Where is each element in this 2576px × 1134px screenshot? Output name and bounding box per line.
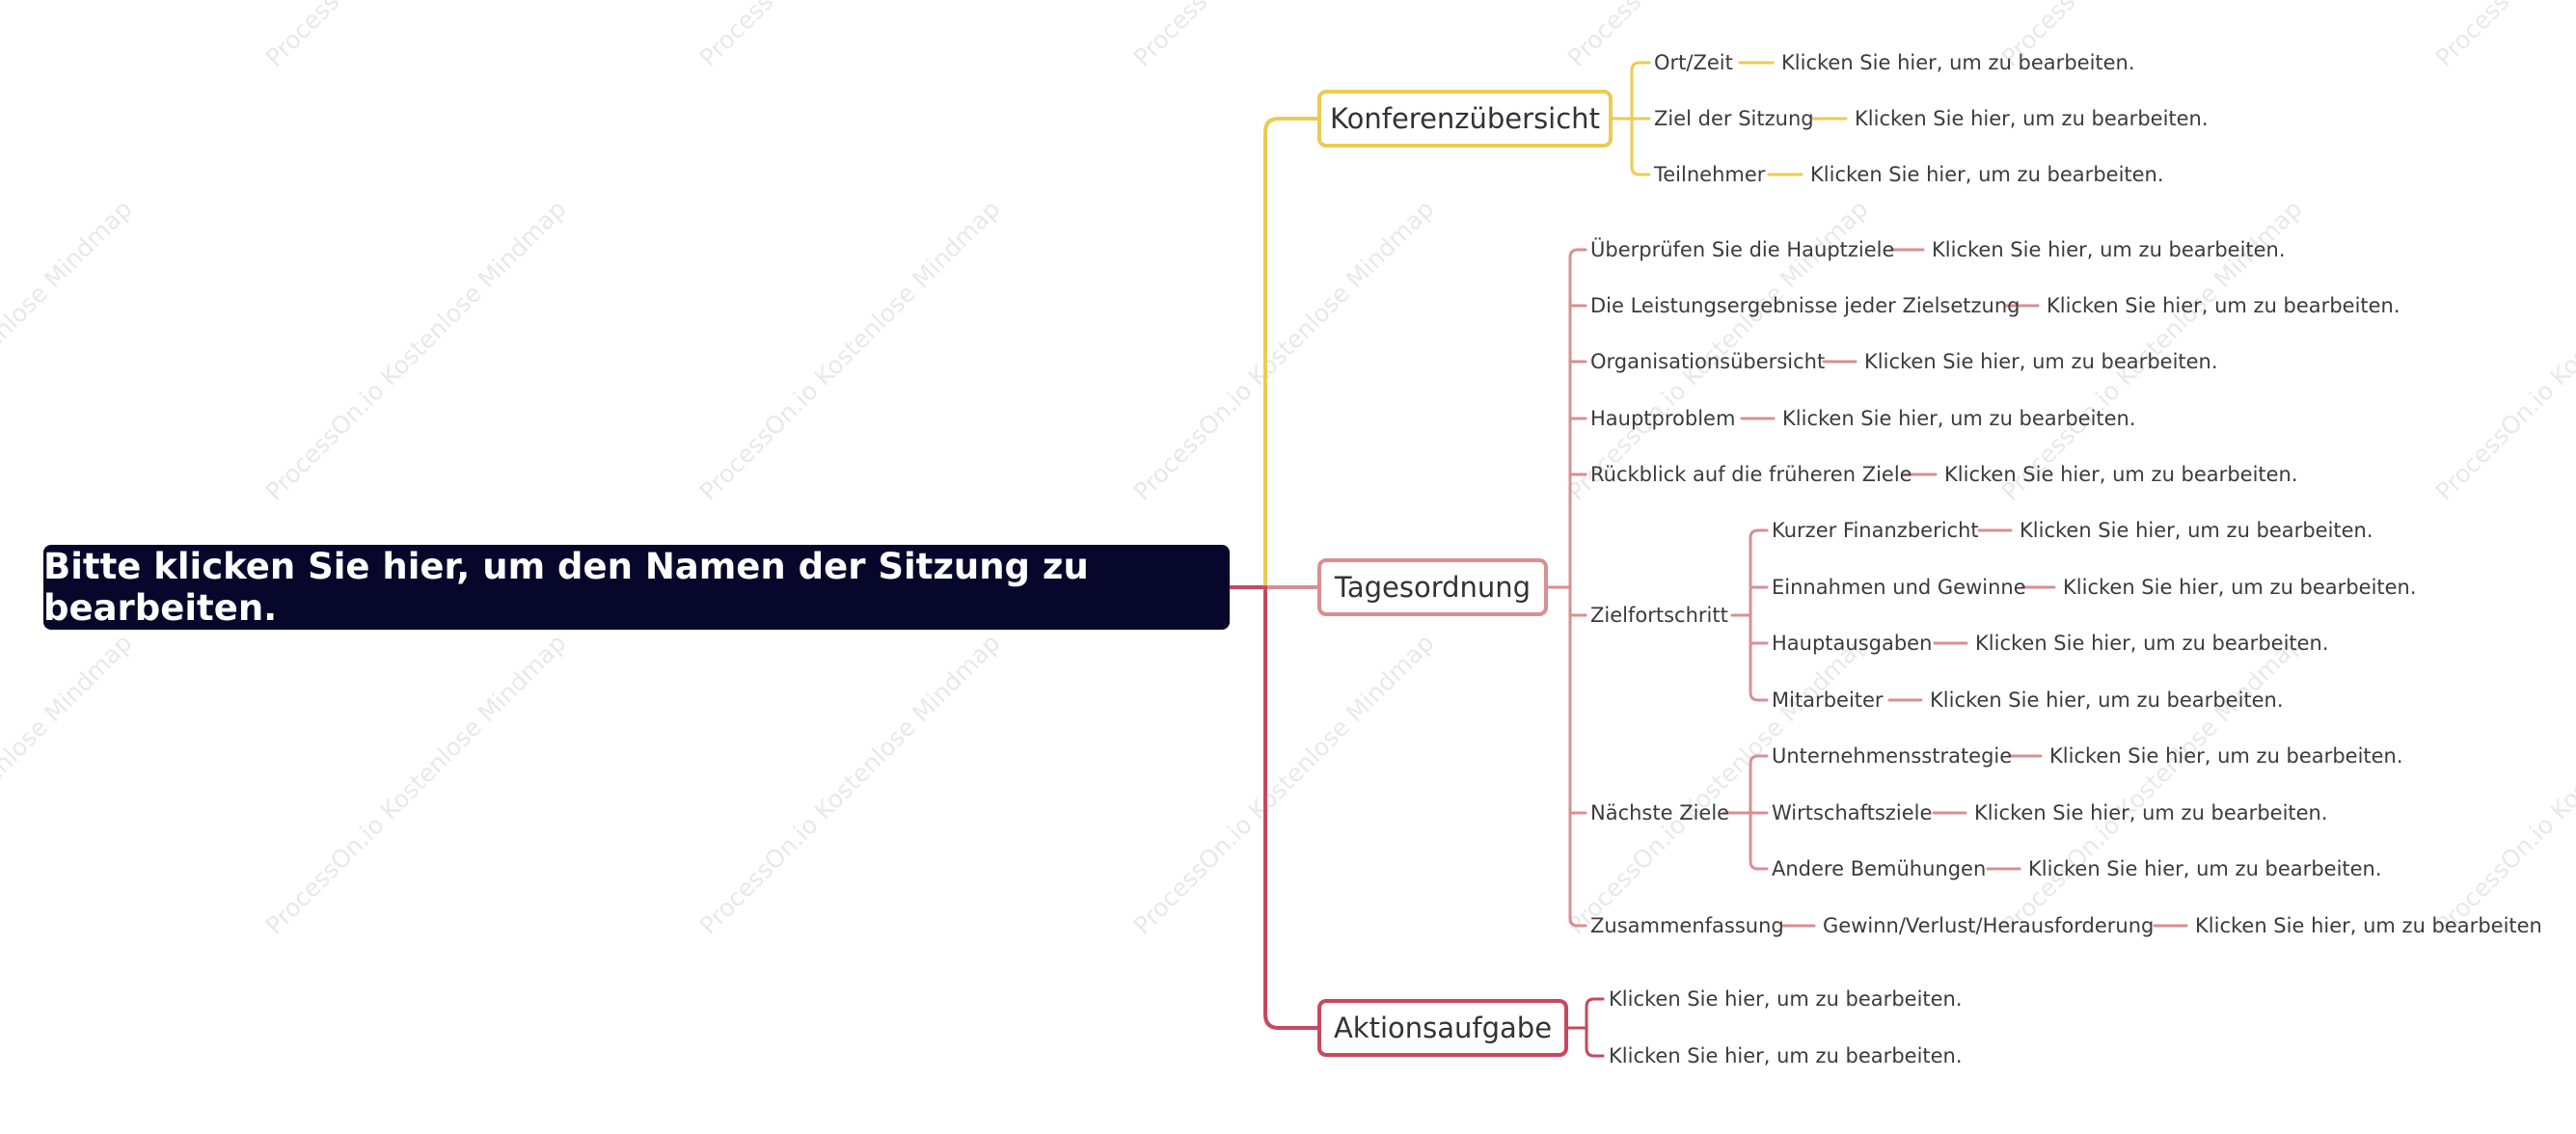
branch-tagesordnung[interactable]: Tagesordnung: [1317, 558, 1548, 616]
bracket-branch: [1568, 585, 1587, 928]
topic-hauptziele-value[interactable]: Klicken Sie hier, um zu bearbeiten.: [1932, 238, 2286, 261]
bracket-branch: [1585, 1026, 1605, 1058]
root-topic[interactable]: Bitte klicken Sie hier, um den Namen der…: [43, 545, 1230, 630]
topic-zusammenfassung-value-2[interactable]: Klicken Sie hier, um zu bearbeiten: [2195, 914, 2542, 937]
topic-zusammenfassung[interactable]: Zusammenfassung: [1590, 914, 1784, 937]
topic-wirtschaftsziele[interactable]: Wirtschaftsziele: [1772, 801, 1933, 824]
branch-konferenzuebersicht[interactable]: Konferenzübersicht: [1317, 90, 1613, 148]
topic-teilnehmer[interactable]: Teilnehmer: [1654, 163, 1766, 186]
topic-organisationsuebersicht[interactable]: Organisationsübersicht: [1590, 350, 1826, 373]
root-topic-label: Bitte klicken Sie hier, um den Namen der…: [43, 546, 1089, 629]
topic-aktion-2[interactable]: Klicken Sie hier, um zu bearbeiten.: [1609, 1044, 1963, 1067]
topic-mitarbeiter[interactable]: Mitarbeiter: [1772, 688, 1884, 712]
topic-einnahmen-gewinne-value[interactable]: Klicken Sie hier, um zu bearbeiten.: [2063, 576, 2417, 599]
topic-leistungsergebnisse[interactable]: Die Leistungsergebnisse jeder Zielsetzun…: [1590, 294, 2020, 317]
bracket-branch: [1749, 613, 1769, 702]
bracket-branch: [1568, 248, 1587, 589]
bracket-branch: [1749, 754, 1769, 815]
branch-konferenzuebersicht-label: Konferenzübersicht: [1330, 102, 1600, 135]
topic-unternehmensstrategie-value[interactable]: Klicken Sie hier, um zu bearbeiten.: [2049, 744, 2403, 768]
branch-aktionsaufgabe[interactable]: Aktionsaufgabe: [1317, 999, 1568, 1057]
bracket-branch: [1749, 811, 1769, 871]
topic-hauptausgaben[interactable]: Hauptausgaben: [1772, 632, 1933, 655]
topic-hauptausgaben-value[interactable]: Klicken Sie hier, um zu bearbeiten.: [1975, 632, 2329, 655]
topic-zusammenfassung-value[interactable]: Gewinn/Verlust/Herausforderung: [1823, 914, 2155, 937]
topic-kurzer-finanzbericht-value[interactable]: Klicken Sie hier, um zu bearbeiten.: [2020, 519, 2373, 542]
topic-ort-zeit-value[interactable]: Klicken Sie hier, um zu bearbeiten.: [1781, 51, 2135, 74]
branch-tagesordnung-label: Tagesordnung: [1334, 571, 1532, 604]
branch-aktionsaufgabe-label: Aktionsaufgabe: [1333, 1012, 1553, 1044]
topic-andere-bemuehungen-value[interactable]: Klicken Sie hier, um zu bearbeiten.: [2028, 857, 2382, 880]
bracket-branch: [1585, 997, 1605, 1030]
topic-naechste-ziele[interactable]: Nächste Ziele: [1590, 801, 1730, 824]
topic-andere-bemuehungen[interactable]: Andere Bemühungen: [1772, 857, 1987, 880]
topic-ziel-der-sitzung-value[interactable]: Klicken Sie hier, um zu bearbeiten.: [1855, 107, 2209, 130]
topic-hauptproblem[interactable]: Hauptproblem: [1590, 407, 1736, 430]
topic-hauptproblem-value[interactable]: Klicken Sie hier, um zu bearbeiten.: [1782, 407, 2136, 430]
topic-teilnehmer-value[interactable]: Klicken Sie hier, um zu bearbeiten.: [1810, 163, 2164, 186]
topic-mitarbeiter-value[interactable]: Klicken Sie hier, um zu bearbeiten.: [1930, 688, 2284, 712]
topic-zielfortschritt[interactable]: Zielfortschritt: [1590, 604, 1728, 627]
topic-organisationsuebersicht-value[interactable]: Klicken Sie hier, um zu bearbeiten.: [1864, 350, 2218, 373]
branch-connector-konferenz: [1263, 117, 1319, 589]
branch-connector-aktion: [1263, 585, 1319, 1030]
bracket-branch: [1749, 528, 1769, 617]
topic-hauptziele[interactable]: Überprüfen Sie die Hauptziele: [1590, 238, 1895, 261]
topic-rueckblick[interactable]: Rückblick auf die früheren Ziele: [1590, 463, 1912, 486]
topic-leistungsergebnisse-value[interactable]: Klicken Sie hier, um zu bearbeiten.: [2047, 294, 2400, 317]
topic-einnahmen-gewinne[interactable]: Einnahmen und Gewinne: [1772, 576, 2026, 599]
topic-ort-zeit[interactable]: Ort/Zeit: [1654, 51, 1733, 74]
bracket-branch: [1630, 61, 1651, 121]
topic-ziel-der-sitzung[interactable]: Ziel der Sitzung: [1654, 107, 1814, 130]
topic-wirtschaftsziele-value[interactable]: Klicken Sie hier, um zu bearbeiten.: [1974, 801, 2328, 824]
bracket-branch: [1630, 117, 1651, 176]
topic-aktion-1[interactable]: Klicken Sie hier, um zu bearbeiten.: [1609, 987, 1963, 1011]
topic-unternehmensstrategie[interactable]: Unternehmensstrategie: [1772, 744, 2013, 768]
topic-rueckblick-value[interactable]: Klicken Sie hier, um zu bearbeiten.: [1944, 463, 2298, 486]
topic-kurzer-finanzbericht[interactable]: Kurzer Finanzbericht: [1772, 519, 1979, 542]
